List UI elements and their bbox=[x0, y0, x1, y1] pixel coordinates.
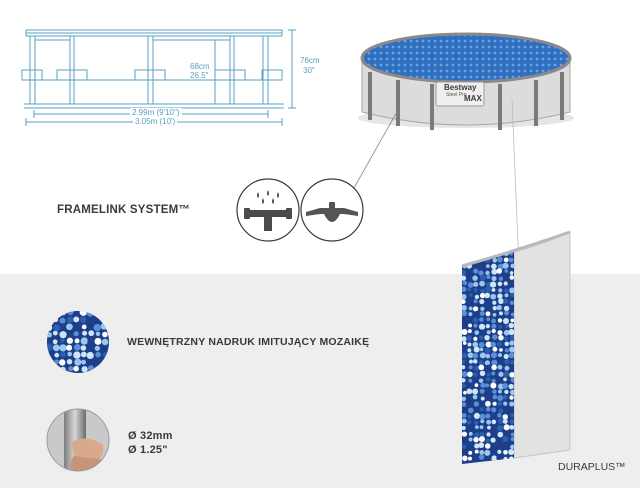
height-in-label: 30" bbox=[303, 66, 315, 75]
diameter-mm-label: Ø 32mm bbox=[128, 430, 173, 442]
pool-brand-text: Bestway bbox=[444, 83, 477, 92]
framelink-label: FRAMELINK SYSTEM™ bbox=[57, 204, 191, 216]
outer-width-label: 3.05m (10') bbox=[133, 117, 178, 126]
pool-product-image bbox=[358, 32, 574, 130]
duraplus-wall-cutaway bbox=[461, 230, 571, 464]
framelink-connector-icon bbox=[300, 178, 364, 242]
height-cm-label: 76cm bbox=[300, 56, 320, 65]
depth-cm-label: 68cm bbox=[190, 62, 210, 71]
framelink-water-icon bbox=[236, 178, 300, 242]
depth-in-label: 26.5" bbox=[190, 71, 209, 80]
diameter-in-label: Ø 1.25" bbox=[128, 444, 168, 456]
pool-model-line: Steel Pro bbox=[446, 92, 467, 98]
pool-model-suffix: MAX bbox=[464, 94, 482, 103]
duraplus-label: DURAPLUS™ bbox=[558, 461, 626, 473]
inner-width-label: 2.99m (9'10") bbox=[130, 108, 182, 117]
mosaic-swatch bbox=[47, 311, 109, 373]
mosaic-label: WEWNĘTRZNY NADRUK IMITUJĄCY MOZAIKĘ bbox=[127, 336, 370, 348]
frame-tube-photo bbox=[46, 408, 110, 472]
